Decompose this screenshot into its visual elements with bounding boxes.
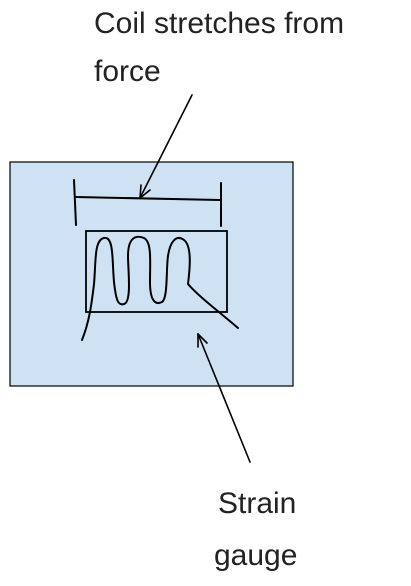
stretch-dimension-bar <box>73 179 222 227</box>
annotation-bottom-line-2: gauge <box>214 539 298 572</box>
annotation-top-line-1: Coil stretches from <box>94 7 345 40</box>
coil-wire <box>81 235 239 341</box>
panel-background <box>9 161 294 387</box>
annotation-top-line-2: force <box>94 55 161 88</box>
top-pointer-arrow <box>139 94 193 199</box>
gauge-box <box>85 230 228 313</box>
annotation-bottom-line-1: Strain <box>218 487 297 520</box>
bottom-pointer-arrow <box>197 333 251 463</box>
